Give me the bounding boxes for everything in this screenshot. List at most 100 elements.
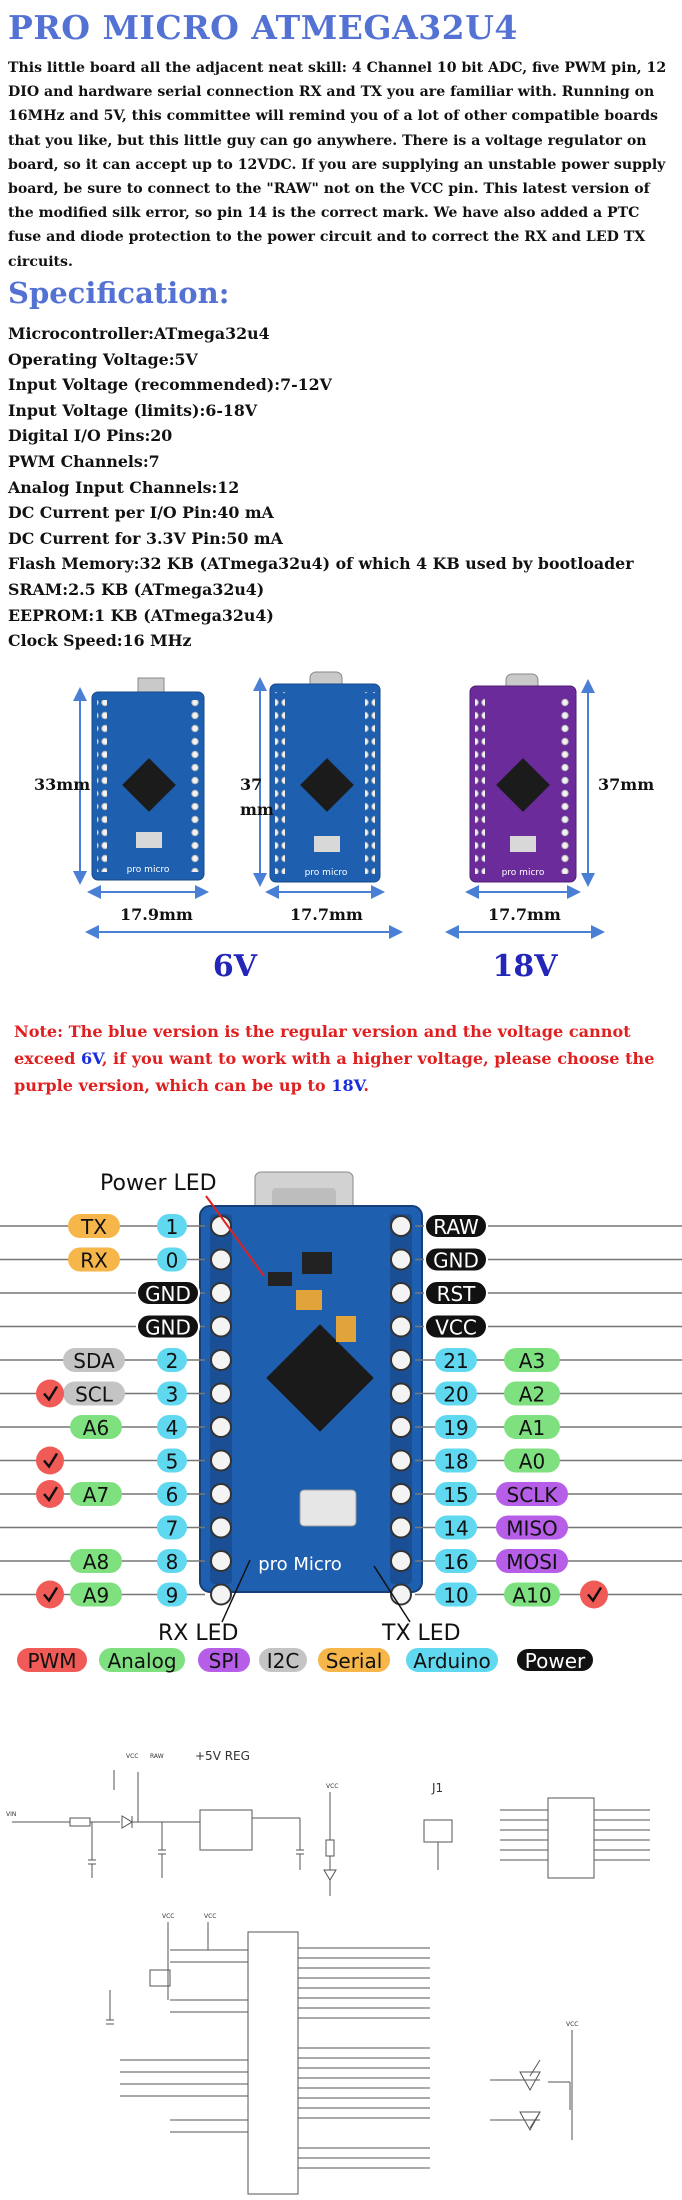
left-pin-label: A8 <box>83 1550 109 1574</box>
left-pin-hole <box>210 1349 232 1371</box>
sch-net-4: VCC <box>326 1783 338 1790</box>
spec-heading: Specification: <box>8 276 230 310</box>
right-pin-number: 16 <box>443 1550 468 1574</box>
right-pin-label: A1 <box>519 1416 545 1440</box>
left-pin-label: GND <box>145 1316 191 1340</box>
legend-analog-pill <box>99 1648 185 1672</box>
right-pin-number-pill <box>435 1415 477 1439</box>
left-pin-label: GND <box>145 1282 191 1306</box>
spec-item: DC Current for 3.3V Pin:50 mA <box>8 528 283 548</box>
right-pin-label-pill <box>504 1348 560 1372</box>
left-pin-number-pill <box>157 1381 187 1406</box>
voltage-note: Note: The blue version is the regular ve… <box>14 1018 674 1099</box>
height-right-label: 37mm <box>598 775 654 794</box>
right-pin-number-pill <box>435 1381 477 1406</box>
left-pin-number: 5 <box>166 1450 179 1474</box>
spec-item: Input Voltage (limits):6-18V <box>8 400 258 420</box>
intro-paragraph: This little board all the adjacent neat … <box>8 60 667 270</box>
left-pin-label-pill <box>70 1549 122 1573</box>
left-pin-hole <box>210 1516 232 1539</box>
right-pin-hole <box>390 1416 412 1438</box>
left-pwm-marker <box>36 1480 64 1508</box>
right-pin-number: 20 <box>443 1383 468 1407</box>
sch-net-2: RAW <box>150 1753 164 1760</box>
left-pin-label: SDA <box>73 1349 115 1373</box>
left-pin-number: 1 <box>166 1215 179 1239</box>
left-pin-number-pill <box>157 1482 187 1506</box>
right-pin-number-pill <box>435 1448 477 1473</box>
right-pin-hole <box>390 1382 412 1405</box>
power-led-label: Power LED <box>100 1171 217 1196</box>
left-pin-hole <box>210 1550 232 1572</box>
note-6v: 6V <box>80 1049 102 1068</box>
right-pin-label: A2 <box>519 1383 545 1407</box>
board-size-comparison: pro micro 33mm 17.9mm pro micro 37 mm 17… <box>34 671 654 984</box>
board-silk-left: pro micro <box>127 865 170 875</box>
right-pin-label: A10 <box>512 1584 551 1608</box>
page-title: PRO MICRO ATMEGA32U4 <box>8 8 518 47</box>
legend-serial: Serial <box>326 1649 383 1673</box>
right-pin-label: RAW <box>433 1215 479 1239</box>
left-pin-label-pill <box>136 1280 200 1306</box>
sch-net-5: VCC <box>162 1913 174 1920</box>
legend-arduino: Arduino <box>413 1649 490 1673</box>
left-pin-label: A9 <box>83 1584 109 1608</box>
right-pin-label: SCLK <box>507 1483 559 1507</box>
right-pin-label-pill <box>496 1549 568 1573</box>
left-pwm-marker <box>36 1580 64 1609</box>
left-pin-hole <box>210 1282 232 1304</box>
legend-power-pill <box>515 1647 595 1673</box>
spec-item: SRAM:2.5 KB (ATmega32u4) <box>8 579 265 599</box>
pinout-silk: pro Micro <box>258 1554 342 1575</box>
right-pin-label-pill <box>424 1246 488 1273</box>
left-pin-number-pill <box>157 1247 187 1272</box>
right-pin-label: A3 <box>519 1349 545 1373</box>
right-pin-hole <box>390 1550 412 1572</box>
right-pin-hole <box>390 1583 412 1606</box>
spec-item: DC Current per I/O Pin:40 mA <box>8 503 274 523</box>
left-pin-label-pill <box>70 1582 122 1607</box>
left-pin-number-pill <box>157 1448 187 1473</box>
right-pin-hole <box>390 1282 412 1304</box>
right-pin-hole <box>390 1248 412 1271</box>
left-pin-number-pill <box>157 1415 187 1439</box>
spec-item: Analog Input Channels:12 <box>8 477 240 497</box>
tx-led-label: TX LED <box>381 1621 461 1646</box>
right-pin-number-pill <box>435 1482 477 1506</box>
legend-analog: Analog <box>107 1649 176 1673</box>
spec-item: Digital I/O Pins:20 <box>8 426 173 446</box>
spec-item: Flash Memory:32 KB (ATmega32u4) of which… <box>8 554 634 574</box>
left-pin-hole <box>210 1315 232 1338</box>
right-pin-label-pill <box>496 1482 568 1506</box>
left-pin-number: 4 <box>166 1416 179 1440</box>
left-pwm-marker <box>36 1446 64 1475</box>
left-pin-label-pill <box>136 1313 200 1340</box>
sch-net-1: VCC <box>126 1753 138 1760</box>
left-pin-hole <box>210 1583 232 1606</box>
note-text-2: , if you want to work with a higher volt… <box>14 1049 655 1095</box>
spec-item: Clock Speed:16 MHz <box>8 631 192 651</box>
height-left-label: 33mm <box>34 775 90 794</box>
legend-i2c: I2C <box>267 1649 300 1673</box>
legend-spi: SPI <box>209 1649 240 1673</box>
board-blue-microusb: pro micro <box>91 677 205 881</box>
legend-pwm-pill <box>17 1648 87 1672</box>
legend-arduino-pill <box>406 1648 498 1672</box>
right-pin-number: 14 <box>443 1517 468 1541</box>
left-pin-hole <box>210 1483 232 1505</box>
legend-power: Power <box>525 1649 586 1673</box>
left-pin-number-pill <box>157 1214 187 1238</box>
right-pin-number: 15 <box>443 1483 468 1507</box>
legend-i2c-pill <box>259 1648 307 1672</box>
right-pin-hole <box>390 1483 412 1505</box>
right-pin-number: 19 <box>443 1416 468 1440</box>
right-pin-number: 18 <box>443 1450 468 1474</box>
right-pin-number-pill <box>435 1549 477 1573</box>
left-pin-label-pill <box>70 1415 122 1439</box>
right-pin-label-pill <box>504 1381 560 1406</box>
schematic-diagram: +5V REG J1 VCC RAW VIN VCC VCC VCC VCC <box>6 1749 650 2195</box>
left-pin-label: TX <box>80 1215 107 1239</box>
